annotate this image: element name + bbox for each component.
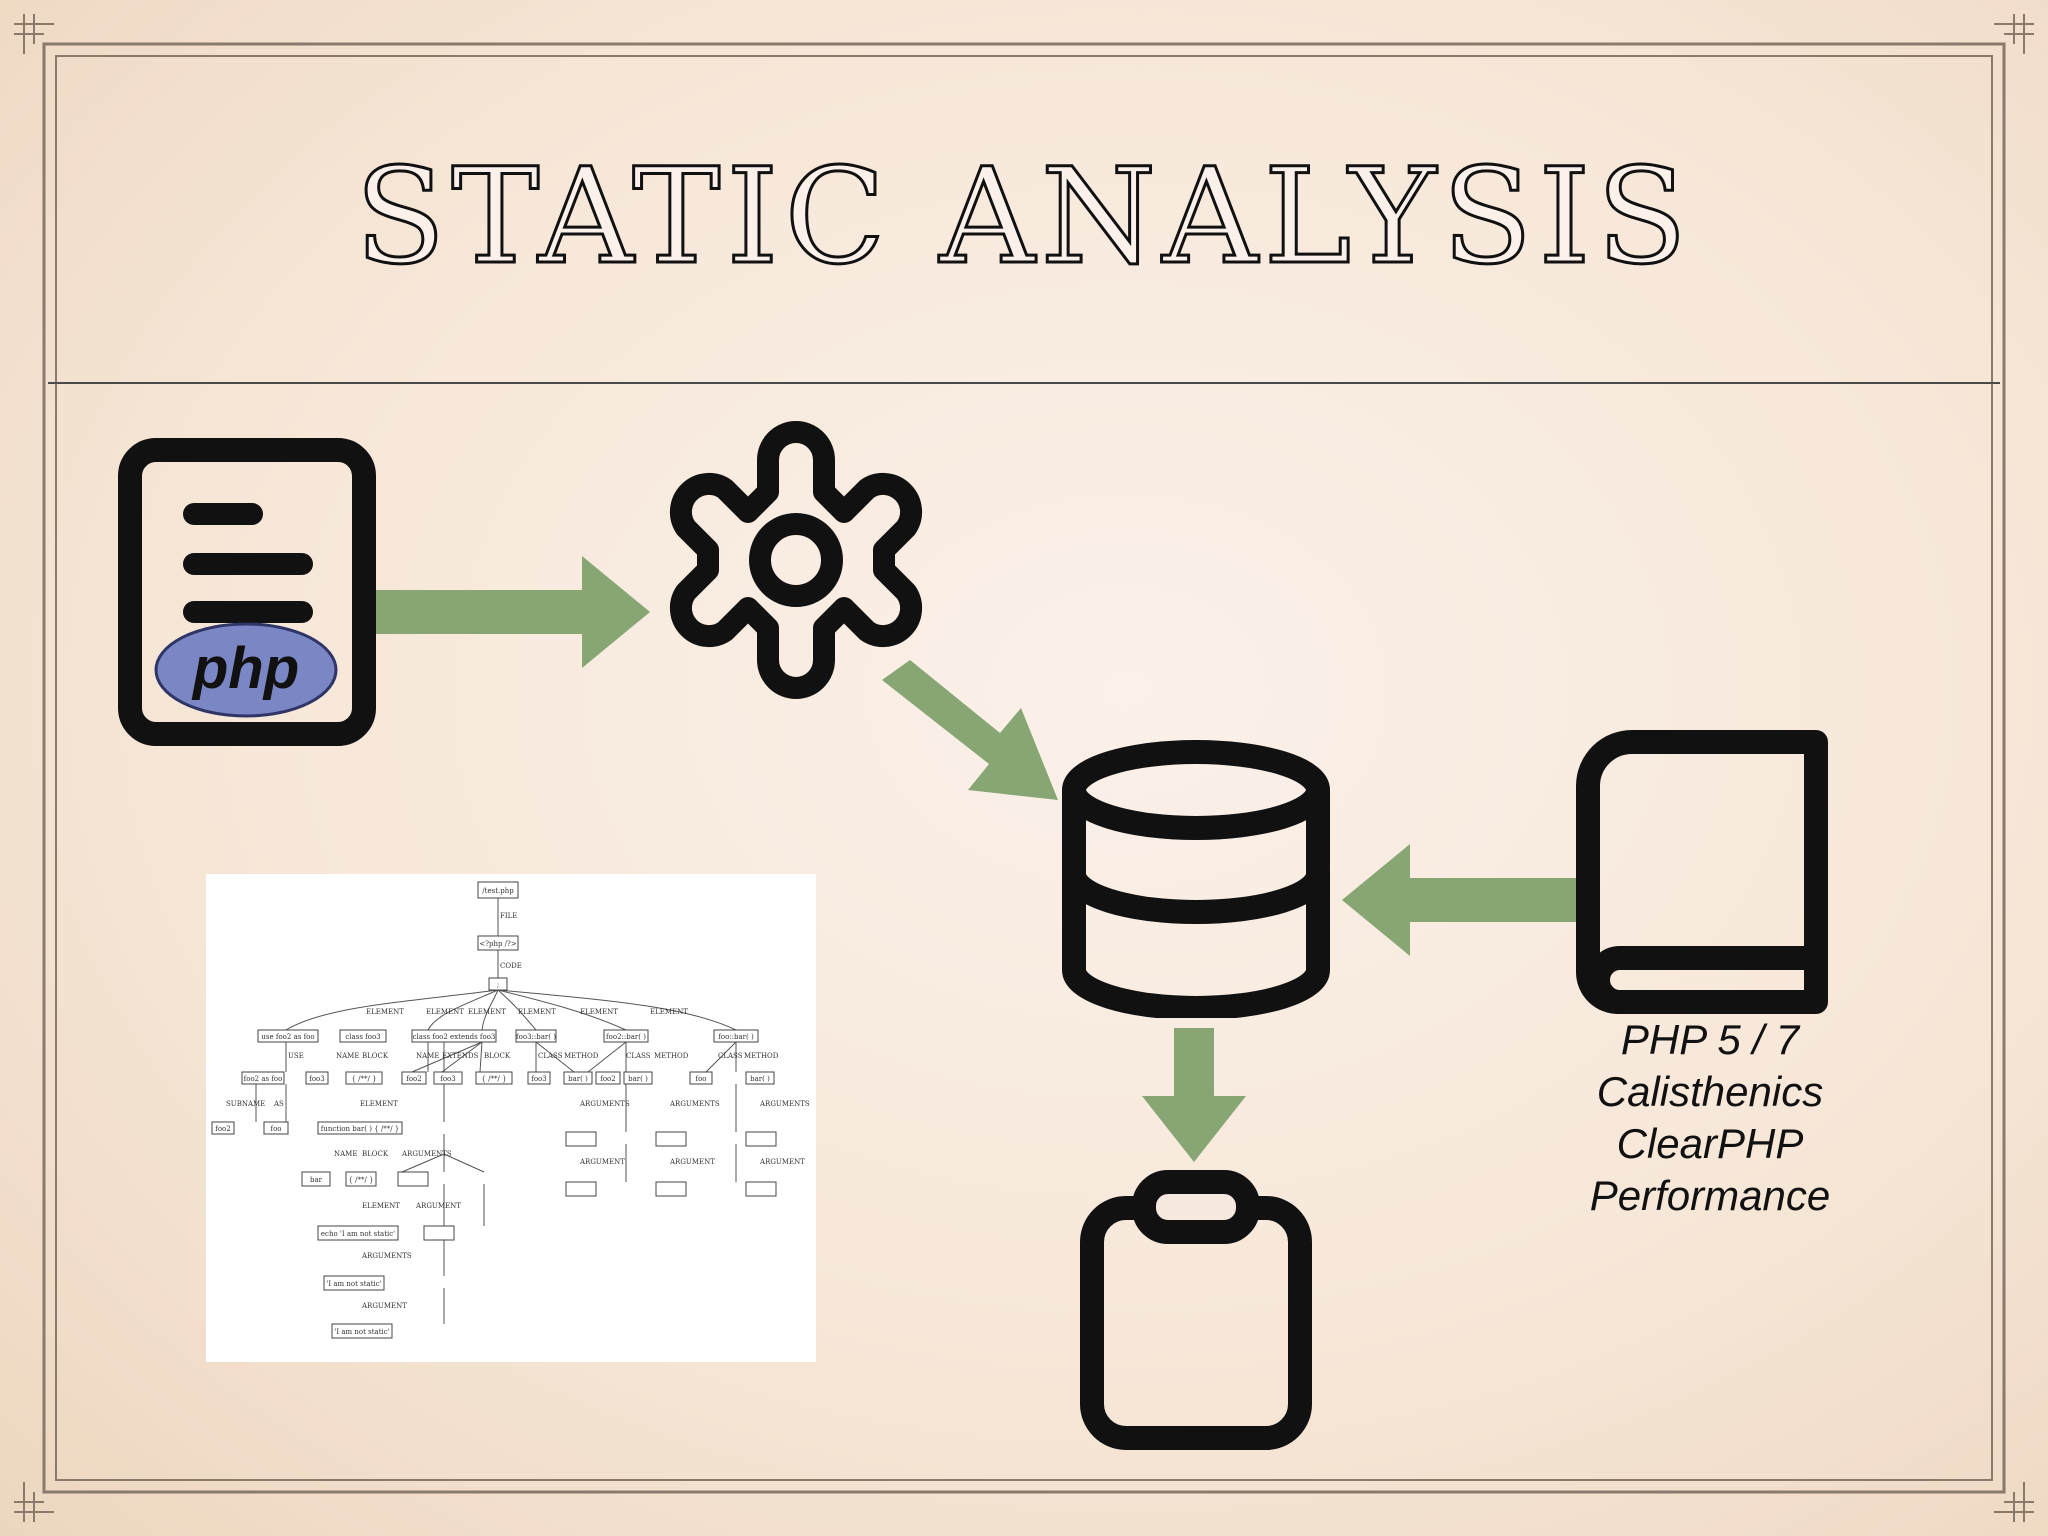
ast-label: echo 'I am not static' — [321, 1230, 395, 1238]
rules-line-calisthenics: Calisthenics — [1596, 1068, 1824, 1115]
ast-label: foo3 — [531, 1075, 546, 1083]
ast-label: foo3::bar( ) — [516, 1033, 556, 1041]
ast-label: NAME — [334, 1150, 357, 1158]
ast-label: ARGUMENT — [415, 1202, 461, 1210]
ast-label: METHOD — [744, 1052, 779, 1060]
ast-label: ARGUMENT — [361, 1302, 407, 1310]
ast-label: ELEMENT — [580, 1008, 618, 1016]
title-divider — [48, 382, 2000, 384]
clipboard-icon — [1080, 1170, 1312, 1450]
ast-label: USE — [288, 1052, 304, 1060]
arrow-gear-to-database — [882, 660, 1058, 800]
ast-label: foo — [695, 1075, 706, 1083]
ast-label: ARGUMENTS — [361, 1252, 412, 1260]
rules-caption: PHP 5 / 7 Calisthenics ClearPHP Performa… — [1540, 1014, 1880, 1222]
ast-label: AS — [273, 1100, 284, 1108]
ast-label: ; — [497, 981, 499, 989]
rules-line-performance: Performance — [1589, 1172, 1831, 1219]
ast-label: NAME — [336, 1052, 359, 1060]
ast-label: <?php /?> — [479, 940, 516, 948]
ast-label: foo2 — [215, 1125, 230, 1133]
ast-label: CODE — [500, 962, 522, 970]
ast-label: foo::bar( ) — [718, 1033, 754, 1041]
ast-label: { /**/ } — [348, 1176, 373, 1184]
ast-label: foo3 — [440, 1075, 455, 1083]
ast-label: use foo2 as foo — [261, 1033, 314, 1041]
ast-label: bar( ) — [628, 1075, 648, 1083]
ast-label: foo2::bar( ) — [606, 1033, 646, 1041]
ast-label: 'I am not static' — [334, 1328, 389, 1336]
ast-label: class foo3 — [345, 1033, 380, 1041]
ast-label: ARGUMENT — [579, 1158, 625, 1166]
ast-label: class foo2 extends foo3 — [413, 1033, 496, 1041]
ast-label: function bar( ) { /**/ } — [321, 1125, 400, 1133]
ast-label: NAME — [416, 1052, 439, 1060]
ast-label: ELEMENT — [650, 1008, 688, 1016]
ast-label: METHOD — [564, 1052, 599, 1060]
ast-graph-image: /test.php FILE <?php /?> CODE ; ELEMENT … — [206, 874, 816, 1362]
ast-label: METHOD — [654, 1052, 689, 1060]
book-icon — [1576, 730, 1828, 1014]
rules-line-clearphp: ClearPHP — [1616, 1120, 1804, 1167]
ast-label: CLASS — [626, 1052, 651, 1060]
ast-label: bar( ) — [750, 1075, 770, 1083]
ast-label: CLASS — [718, 1052, 743, 1060]
slide-title: Static Analysis — [353, 139, 1693, 296]
ast-label: ELEMENT — [360, 1100, 398, 1108]
rules-line-php57: PHP 5 / 7 — [1620, 1016, 1800, 1063]
ast-label: CLASS — [538, 1052, 563, 1060]
ast-label: ARGUMENTS — [401, 1150, 452, 1158]
arrow-file-to-gear — [372, 556, 650, 668]
ast-label: foo2 — [406, 1075, 421, 1083]
ast-label: ARGUMENTS — [669, 1100, 720, 1108]
ast-label: EXTENDS — [442, 1052, 479, 1060]
ast-label: 'I am not static' — [326, 1280, 381, 1288]
ast-label: foo3 — [309, 1075, 324, 1083]
ast-label: ELEMENT — [366, 1008, 404, 1016]
gear-icon — [669, 421, 923, 699]
ast-label: BLOCK — [484, 1052, 511, 1060]
php-logo-text: php — [191, 636, 299, 701]
php-file-icon: php — [118, 438, 376, 746]
ast-label: { /**/ } — [351, 1075, 376, 1083]
ast-label: foo2 — [600, 1075, 615, 1083]
ast-label: ELEMENT — [426, 1008, 464, 1016]
ast-label: BLOCK — [362, 1052, 389, 1060]
ast-label: SUBNAME — [226, 1100, 265, 1108]
ast-label: foo — [270, 1125, 281, 1133]
ast-label: ELEMENT — [468, 1008, 506, 1016]
ast-label: ARGUMENTS — [579, 1100, 630, 1108]
database-icon — [1062, 740, 1330, 1018]
ast-label: bar( ) — [568, 1075, 588, 1083]
arrow-book-to-database — [1342, 844, 1580, 956]
ast-label: ELEMENT — [362, 1202, 400, 1210]
ast-label: ARGUMENT — [669, 1158, 715, 1166]
ast-label: FILE — [500, 912, 517, 920]
arrow-database-to-clipboard — [1142, 1028, 1246, 1162]
ast-label: ELEMENT — [518, 1008, 556, 1016]
ast-label: { /**/ } — [481, 1075, 506, 1083]
ast-label: foo2 as foo — [244, 1075, 283, 1083]
ast-label: /test.php — [482, 887, 514, 895]
ast-label: ARGUMENTS — [759, 1100, 810, 1108]
ast-label: ARGUMENT — [759, 1158, 805, 1166]
ast-label: BLOCK — [362, 1150, 389, 1158]
ast-label: bar — [310, 1176, 323, 1184]
